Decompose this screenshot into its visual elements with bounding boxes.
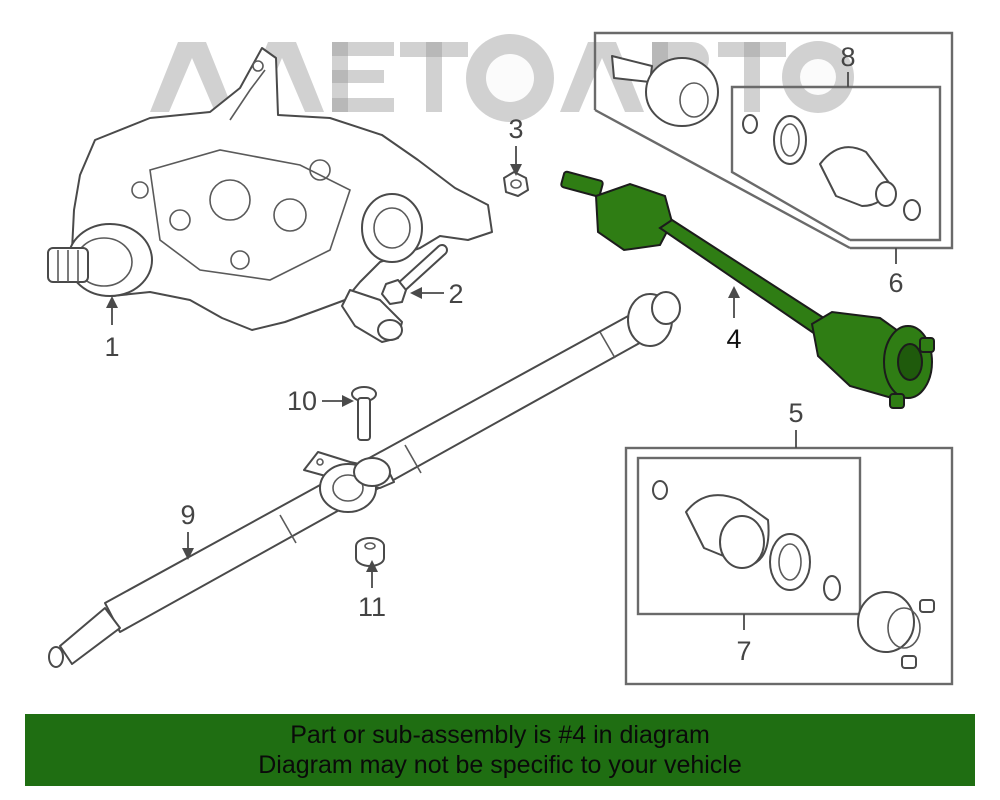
callout-5: 5 — [788, 398, 803, 428]
kit-box-6 — [593, 31, 954, 250]
callout-4: 4 — [726, 324, 741, 354]
callout-6: 6 — [888, 268, 903, 298]
notice-banner: Part or sub-assembly is #4 in diagram Di… — [25, 714, 975, 786]
callout-11: 11 — [358, 592, 386, 622]
axle-shaft-part-4-highlighted — [560, 170, 935, 409]
inner-cv-joint-part — [857, 591, 935, 669]
callout-7: 7 — [736, 636, 751, 666]
kit-box-5 — [624, 446, 954, 686]
center-support-bearing — [303, 451, 395, 513]
callout-9: 9 — [180, 500, 195, 530]
rear-differential-part — [47, 47, 493, 343]
callout-3: 3 — [508, 114, 523, 144]
nut-part-11 — [355, 537, 385, 567]
callout-8: 8 — [840, 42, 855, 72]
notice-line-2: Diagram may not be specific to your vehi… — [258, 751, 742, 779]
bolt-part-2 — [381, 244, 448, 305]
callout-10: 10 — [287, 386, 317, 416]
callout-arrows — [106, 72, 897, 630]
callout-1: 1 — [104, 332, 119, 362]
bolt-part-10 — [351, 386, 377, 441]
outer-cv-joint-part — [611, 55, 719, 127]
cv-boot-kit-parts-7 — [652, 480, 841, 601]
notice-line-1: Part or sub-assembly is #4 in diagram — [290, 721, 710, 749]
callout-2: 2 — [448, 279, 463, 309]
cv-boot-kit-parts-8 — [742, 114, 921, 221]
